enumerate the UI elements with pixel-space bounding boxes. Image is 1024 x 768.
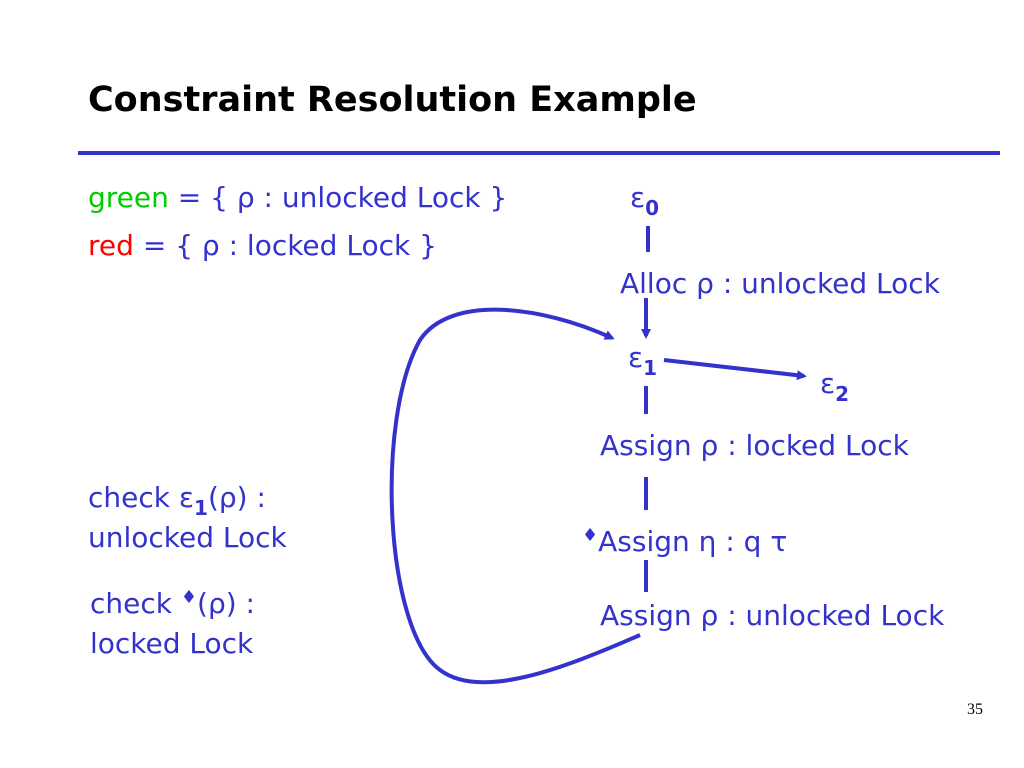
epsilon-subscript: 0 xyxy=(645,196,660,220)
epsilon-subscript: 1 xyxy=(643,356,658,380)
check-1-line1: check ε1(ρ) : xyxy=(88,481,266,519)
green-label: green xyxy=(88,181,169,214)
epsilon-1-node: ε1 xyxy=(628,341,657,379)
epsilon-symbol: ε xyxy=(628,341,644,374)
page-number: 35 xyxy=(967,701,983,718)
green-definition: green = { ρ : unlocked Lock } xyxy=(88,184,507,212)
red-set: { ρ : locked Lock } xyxy=(175,229,437,262)
epsilon-subscript: 2 xyxy=(835,382,850,406)
check-1-line2: unlocked Lock xyxy=(88,521,287,554)
check-prefix: check xyxy=(88,481,179,514)
edge-e1-e2-arrow xyxy=(663,358,807,381)
assign-unlocked-label: Assign ρ : unlocked Lock xyxy=(600,599,945,632)
check-prefix: check xyxy=(90,587,181,620)
red-equals: = xyxy=(142,229,167,262)
slide-title: Constraint Resolution Example xyxy=(88,80,697,120)
check-suffix: (ρ) : xyxy=(207,481,266,514)
alloc-label: Alloc ρ : unlocked Lock xyxy=(620,267,940,300)
title-divider xyxy=(78,151,1000,155)
epsilon-subscript: 1 xyxy=(194,496,208,520)
green-set: { ρ : unlocked Lock } xyxy=(210,181,508,214)
assign-locked-label: Assign ρ : locked Lock xyxy=(600,429,909,462)
epsilon-symbol: ε xyxy=(630,181,646,214)
epsilon-symbol: ε xyxy=(178,481,195,514)
check-2-line1: check ♦(ρ) : xyxy=(90,587,255,620)
epsilon-0-node: ε0 xyxy=(630,181,659,219)
check-suffix: (ρ) : xyxy=(197,587,255,620)
red-label: red xyxy=(88,229,134,262)
red-definition: red = { ρ : locked Lock } xyxy=(88,232,437,260)
diamond-marker: ♦ xyxy=(180,587,198,608)
loop-back-arrow xyxy=(389,307,641,685)
epsilon-symbol: ε xyxy=(820,367,836,400)
diamond-marker: ♦ xyxy=(582,525,599,546)
check-2-line2: locked Lock xyxy=(90,627,254,660)
assign-eta-line: ♦Assign η : q τ xyxy=(582,525,788,558)
green-equals: = xyxy=(177,181,202,214)
assign-eta-label: Assign η : q τ xyxy=(598,525,788,558)
epsilon-2-node: ε2 xyxy=(820,367,849,405)
